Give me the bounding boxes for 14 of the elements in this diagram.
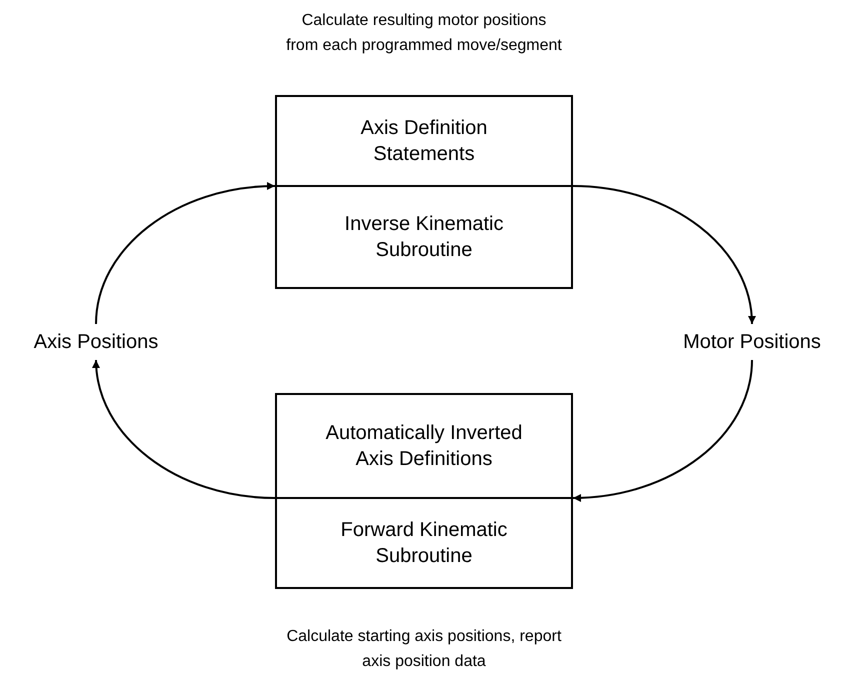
state-label: Axis Positions <box>34 330 158 354</box>
box-text: Inverse Kinematic Subroutine <box>344 212 504 263</box>
arrow <box>92 360 276 499</box>
arrow <box>572 185 756 324</box>
box-text: Automatically Inverted Axis Definitions <box>324 421 524 472</box>
caption-text: Calculate resulting motor positions from each programmed move/segment <box>285 11 563 56</box>
caption-text: Calculate starting axis positions, report axis position data <box>286 627 562 672</box>
box-text: Forward Kinematic Subroutine <box>340 518 508 569</box>
arrow <box>572 360 753 502</box>
process-box <box>275 393 573 589</box>
state-label: Motor Positions <box>683 330 821 354</box>
arrow <box>95 182 276 324</box>
process-box <box>275 95 573 289</box>
box-text: Axis Definition Statements <box>360 116 488 167</box>
